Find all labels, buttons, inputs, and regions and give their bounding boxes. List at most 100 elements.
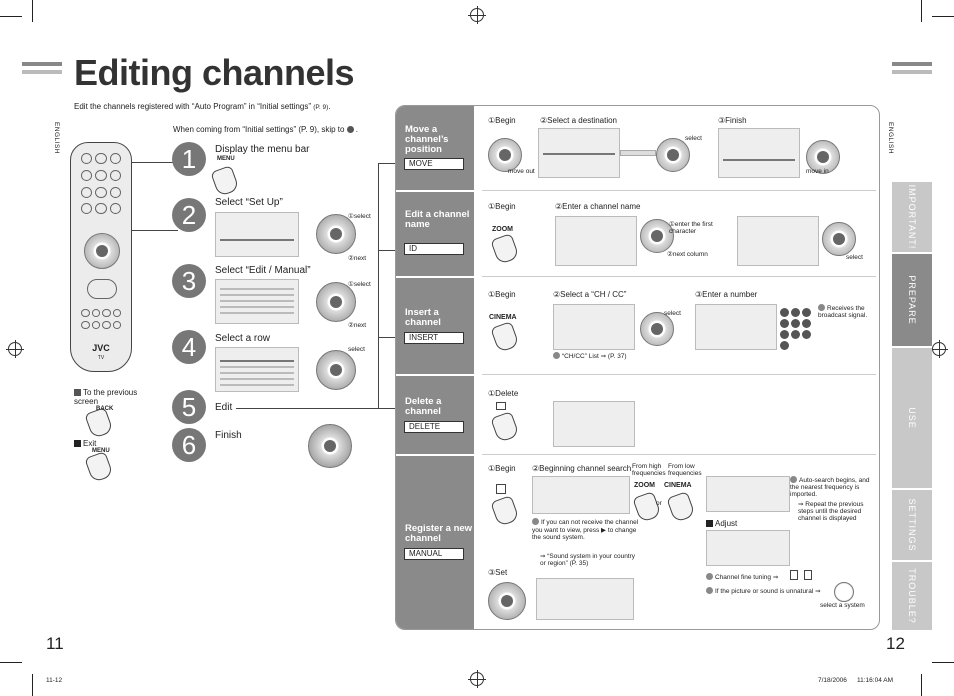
fine-tune-key-icon bbox=[804, 570, 812, 580]
tab-trouble: TROUBLE? bbox=[892, 562, 932, 630]
tab-prepare: PREPARE bbox=[892, 254, 932, 346]
dial-icon bbox=[640, 312, 674, 346]
move-finish-screen-thumbnail bbox=[718, 128, 800, 178]
section-key-register: MANUAL bbox=[404, 548, 464, 560]
auto-search-note: Auto-search begins, and the nearest freq… bbox=[790, 476, 870, 498]
registration-mark bbox=[468, 670, 486, 688]
register-search-screen-thumbnail bbox=[706, 476, 790, 512]
section-key-insert: INSERT bbox=[404, 332, 464, 344]
manual-key-icon bbox=[496, 484, 506, 494]
step-number: 1 bbox=[172, 142, 206, 176]
intro-ref: (P. 9) bbox=[313, 104, 329, 111]
title-decoration bbox=[892, 62, 932, 66]
insert-screen-thumbnail bbox=[553, 304, 635, 350]
section-key-move: MOVE bbox=[404, 158, 464, 170]
title-decoration bbox=[22, 62, 62, 66]
crop-mark bbox=[0, 662, 22, 663]
delete-screen-thumbnail bbox=[553, 401, 635, 447]
section-key-id: ID bbox=[404, 243, 464, 255]
move-select-label: select bbox=[685, 135, 702, 142]
register-step-search: ②Beginning channel search bbox=[532, 464, 632, 473]
move-step-begin: ①Begin bbox=[488, 116, 516, 125]
step-label: Select “Edit / Manual” bbox=[215, 265, 311, 276]
exit-note: Exit bbox=[74, 439, 96, 448]
insert-number-screen-thumbnail bbox=[695, 304, 777, 350]
intro-text: Edit the channels registered with “Auto … bbox=[74, 102, 331, 111]
delete-step: ①Delete bbox=[488, 389, 519, 398]
remote-connector-line bbox=[132, 230, 178, 231]
file-name: 11-12 bbox=[46, 677, 63, 684]
moving-row-indicator bbox=[620, 150, 656, 156]
step-label: Finish bbox=[215, 430, 242, 441]
remote-connector-line bbox=[132, 162, 178, 163]
select-label: select bbox=[348, 346, 365, 353]
edit-connector-line bbox=[378, 163, 395, 164]
registration-mark bbox=[930, 340, 948, 358]
register-set-screen-thumbnail bbox=[536, 578, 634, 620]
id-select-label: select bbox=[846, 254, 863, 261]
repeat-note: ⇒ Repeat the previous steps until the de… bbox=[798, 501, 864, 522]
receives-note: Receives the broadcast signal. bbox=[818, 304, 868, 319]
remote-dpad bbox=[84, 233, 120, 269]
exit-key-label: MENU bbox=[92, 448, 110, 454]
function-panel: Move a channel’s position MOVE Edit a ch… bbox=[395, 105, 880, 630]
prev-screen-note: To the previous screen bbox=[74, 388, 154, 406]
section-title-insert: Insert a channel bbox=[405, 307, 441, 328]
move-step-select: ②Select a destination bbox=[540, 116, 617, 125]
page-number-right: 12 bbox=[886, 634, 905, 653]
crop-mark bbox=[921, 0, 922, 22]
adjust-label: Adjust bbox=[706, 519, 737, 528]
dial-icon bbox=[834, 582, 854, 602]
cinema-key-label: CINEMA bbox=[664, 482, 692, 489]
id-result-screen-thumbnail bbox=[737, 216, 819, 266]
section-key-delete: DELETE bbox=[404, 421, 464, 433]
delete-key-icon bbox=[496, 402, 506, 410]
prev-screen-text: To the previous screen bbox=[74, 388, 138, 406]
step-label: Select “Set Up” bbox=[215, 197, 283, 208]
next-label: ②next bbox=[348, 255, 367, 262]
step-label: Display the menu bar bbox=[215, 144, 310, 155]
select-label: ①select bbox=[348, 213, 371, 220]
select-system-label: select a system bbox=[820, 602, 865, 609]
register-screen-thumbnail bbox=[532, 476, 630, 514]
dial-icon bbox=[316, 282, 356, 322]
page-number-left: 11 bbox=[46, 634, 64, 653]
register-step-set: ③Set bbox=[488, 568, 508, 577]
registration-mark bbox=[6, 340, 24, 358]
from-high-label: From high frequencies bbox=[632, 463, 666, 477]
step-number: 6 bbox=[172, 428, 206, 462]
id-step-begin: ①Begin bbox=[488, 202, 516, 211]
move-screen-thumbnail bbox=[538, 128, 620, 178]
remote-button-grid bbox=[81, 153, 121, 217]
hand-press-icon bbox=[210, 165, 240, 197]
dial-icon bbox=[806, 140, 840, 174]
registration-mark bbox=[468, 6, 486, 24]
fine-tuning-note: Channel fine tuning ⇒ bbox=[706, 573, 778, 581]
section-sidebar bbox=[396, 106, 474, 629]
section-title-move: Move a channel’s position bbox=[405, 124, 449, 155]
step-number: 3 bbox=[172, 264, 206, 298]
enter-first-label: ①enter the first character bbox=[669, 221, 713, 235]
section-title-id: Edit a channel name bbox=[405, 209, 470, 230]
step-number: 5 bbox=[172, 390, 206, 424]
dial-ok-icon bbox=[308, 424, 352, 468]
edit-connector-line bbox=[378, 163, 379, 409]
from-low-label: From low frequencies bbox=[668, 463, 702, 477]
cinema-key-label: CINEMA bbox=[489, 314, 517, 321]
insert-step-number: ③Enter a number bbox=[695, 290, 758, 299]
register-step-begin: ①Begin bbox=[488, 464, 516, 473]
move-step-finish: ③Finish bbox=[718, 116, 747, 125]
print-date: 7/18/2006 bbox=[818, 677, 847, 684]
step-number: 4 bbox=[172, 330, 206, 364]
dial-icon bbox=[640, 219, 674, 253]
remote-control: JVC TV bbox=[70, 142, 132, 372]
intro-main: Edit the channels registered with “Auto … bbox=[74, 102, 311, 111]
step-label: Select a row bbox=[215, 333, 271, 344]
id-step-enter: ②Enter a channel name bbox=[555, 202, 641, 211]
dial-icon bbox=[316, 350, 356, 390]
sound-system-note: ⇒ “Sound system in your country or regio… bbox=[540, 553, 636, 567]
crop-mark bbox=[921, 674, 922, 696]
edit-connector-line bbox=[378, 337, 395, 338]
hand-press-icon bbox=[84, 451, 114, 483]
select-label: ①select bbox=[348, 281, 371, 288]
